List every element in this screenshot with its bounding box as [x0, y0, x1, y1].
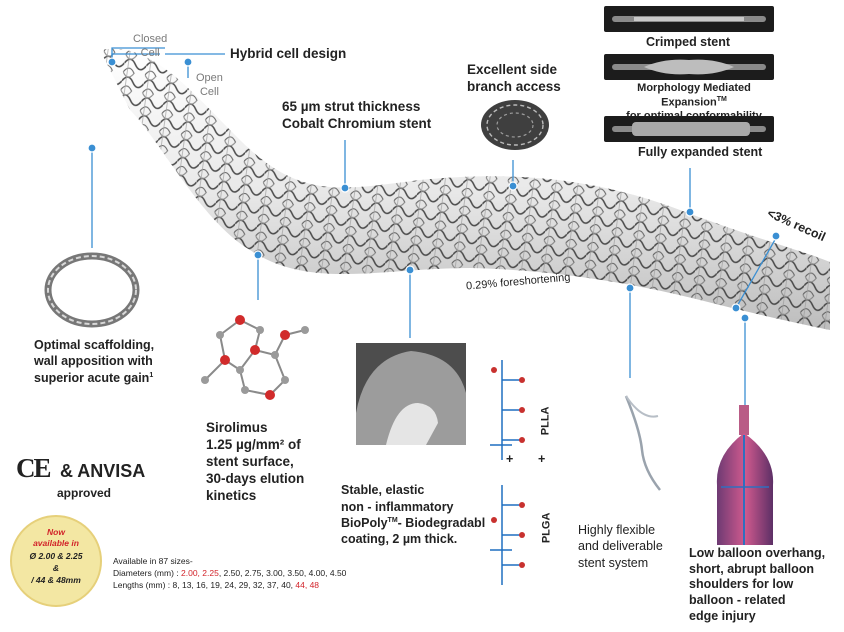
callout-dot: [107, 57, 117, 67]
expanded-stent-image: [604, 116, 774, 142]
badge-line-4: &: [52, 563, 60, 573]
lengths-new: 44, 48: [295, 580, 320, 590]
expanded-stent-label: Fully expanded stent: [638, 145, 763, 159]
callout-dot: [87, 143, 97, 153]
plla-label: PLLA: [539, 406, 552, 436]
callout-dot: [740, 313, 750, 323]
badge-line-5: / 44 & 48mm: [31, 575, 81, 585]
scaffolding-ring-image: [44, 252, 140, 328]
coating-text-1: Stable, elastic non - inflammatory BioPo…: [341, 483, 454, 530]
mme-trademark: TM: [716, 95, 727, 103]
approval: CE & ANVISA: [16, 453, 145, 484]
scaffolding-footnote: 1: [149, 371, 154, 379]
crimped-stent-label: Crimped stent: [646, 35, 731, 49]
diameters-line: Diameters (mm) : 2.00, 2.25, 2.50, 2.75,…: [113, 568, 346, 578]
crimped-stent-image: [604, 6, 774, 32]
hybrid-cell-label: Hybrid cell design: [230, 46, 347, 61]
diameters-prefix: Diameters (mm) :: [113, 568, 181, 578]
diameters-new: 2.00, 2.25: [181, 568, 219, 578]
approved-label: approved: [57, 486, 112, 500]
callout-dot: [405, 265, 415, 275]
badge-line-2: available in: [33, 538, 79, 548]
sirolimus-label: Sirolimus 1.25 µg/mm² of stent surface, …: [206, 420, 305, 503]
flexible-label: Highly flexible and deliverable stent sy…: [578, 523, 663, 570]
callout-dot: [731, 303, 741, 313]
coating-label: Stable, elastic non - inflammatory BioPo…: [341, 466, 485, 547]
lengths-prefix: Lengths (mm) :: [113, 580, 173, 590]
scaffolding-text: Optimal scaffolding, wall apposition wit…: [34, 338, 155, 385]
balloon-label: Low balloon overhang, short, abrupt ball…: [689, 546, 826, 623]
coating-text-2: - Biodegradabl coating, 2 µm thick.: [341, 515, 486, 546]
diameters-rest: , 2.50, 2.75, 3.00, 3.50, 4.00, 4.50: [218, 568, 347, 578]
callout-dot: [508, 181, 518, 191]
mme-stent-image: [604, 54, 774, 80]
open-cell-label: Open Cell: [196, 72, 223, 98]
side-branch-image: [481, 100, 549, 150]
callout-dot: [183, 57, 193, 67]
callout-dot: [771, 231, 781, 241]
coating-sem-image: [356, 343, 466, 445]
sirolimus-molecule-image: [201, 315, 309, 400]
balloon-image: [716, 405, 774, 545]
lengths-line: Lengths (mm) : 8, 13, 16, 19, 24, 29, 32…: [113, 580, 319, 590]
callout-dot: [340, 183, 350, 193]
scaffolding-label: Optimal scaffolding, wall apposition wit…: [34, 337, 154, 386]
closed-cell-label: Closed Cell: [133, 33, 168, 59]
mme-label-line1: Morphology Mediated Expansion: [637, 82, 751, 109]
callout-dot: [625, 283, 635, 293]
plus-sign-left: +: [506, 452, 514, 466]
flexible-stent-image: [624, 395, 661, 491]
callout-dot: [685, 207, 695, 217]
stent-struts: [100, 48, 830, 331]
anvisa-label: & ANVISA: [59, 461, 146, 481]
polymer-structures-image: [490, 360, 525, 585]
plga-label: PLGA: [540, 512, 553, 544]
badge-line-1: Now: [47, 527, 65, 537]
ce-mark: CE: [16, 453, 51, 483]
callout-dot: [253, 250, 263, 260]
lengths-rest: 8, 13, 16, 19, 24, 29, 32, 37, 40,: [172, 580, 296, 590]
availability-badge: Now available in Ø 2.00 & 2.25 & / 44 & …: [10, 515, 102, 607]
side-branch-label: Excellent side branch access: [467, 62, 561, 94]
badge-line-3: Ø 2.00 & 2.25: [29, 551, 83, 561]
plus-sign-right: +: [538, 452, 546, 466]
strut-label: 65 µm strut thickness Cobalt Chromium st…: [282, 99, 432, 131]
sizes-heading: Available in 87 sizes-: [113, 556, 193, 566]
coating-trademark: TM: [387, 516, 398, 524]
